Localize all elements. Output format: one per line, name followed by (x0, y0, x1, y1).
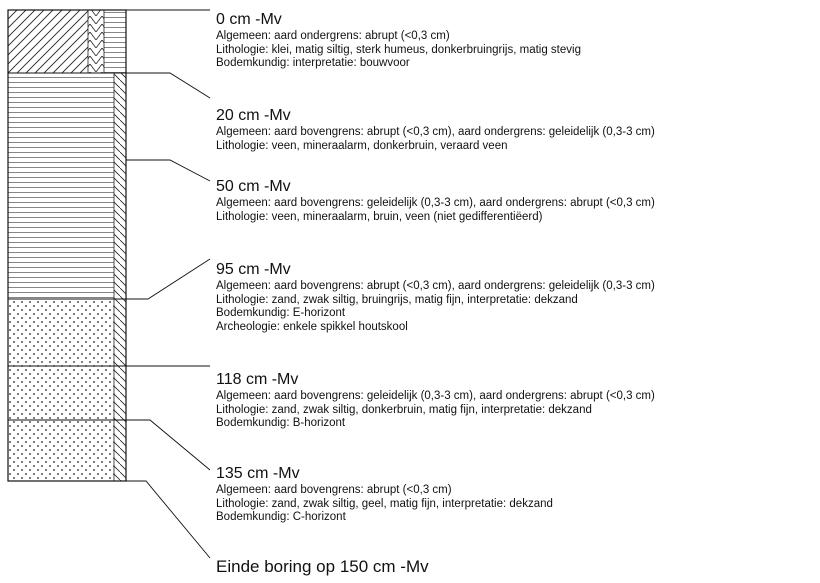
layer-1-clay-column (8, 10, 126, 73)
depth-label: 0 cm -Mv (216, 11, 282, 28)
layer-line: Algemeen: aard bovengrens: abrupt (<0,3 … (216, 280, 655, 292)
layer-line: Bodemkundig: C-horizont (216, 511, 346, 524)
depth-label: 118 cm -Mv (216, 371, 299, 388)
depth-label: 95 cm -Mv (216, 261, 291, 278)
leader-line-50cm (126, 159, 211, 182)
layer-line: Bodemkundig: B-horizont (216, 417, 346, 430)
layer-2-3-peat-column (8, 73, 126, 299)
layer-description: 0 cm -Mv Algemeen: aard ondergrens: abru… (216, 11, 816, 71)
layer-line: Lithologie: zand, zwak siltig, geel, mat… (216, 497, 553, 510)
layer-line: Lithologie: veen, mineraalarm, donkerbru… (216, 139, 508, 152)
layer-line: Algemeen: aard bovengrens: geleidelijk (… (216, 390, 655, 402)
leader-line-135cm (126, 419, 211, 471)
layer-line: Algemeen: aard bovengrens: abrupt (<0,3 … (216, 126, 655, 138)
layer-line: Bodemkundig: E-horizont (216, 307, 346, 320)
depth-label: 20 cm -Mv (216, 107, 291, 124)
end-of-boring-label: Einde boring op 150 cm -Mv (216, 557, 429, 576)
depth-label: 50 cm -Mv (216, 178, 291, 195)
layer-description: 95 cm -Mv Algemeen: aard bovengrens: abr… (216, 261, 816, 334)
depth-label: 135 cm -Mv (216, 465, 300, 482)
layer-4-6-sand-column (8, 299, 126, 481)
layer-description: 50 cm -Mv Algemeen: aard bovengrens: gel… (216, 178, 816, 224)
layer-line: Lithologie: veen, mineraalarm, bruin, ve… (216, 210, 543, 223)
layer-line: Bodemkundig: interpretatie: bouwvoor (216, 57, 410, 70)
layer-line: Algemeen: aard bovengrens: geleidelijk (… (216, 197, 655, 209)
layer-line: Lithologie: klei, matig siltig, sterk hu… (216, 43, 581, 56)
layer-description: 118 cm -Mv Algemeen: aard bovengrens: ge… (216, 371, 816, 431)
layer-line: Algemeen: aard bovengrens: abrupt (<0,3 … (216, 484, 452, 496)
layer-line: Algemeen: aard ondergrens: abrupt (<0,3 … (216, 30, 450, 42)
layer-line: Archeologie: enkele spikkel houtskool (216, 320, 408, 333)
leader-line-end (126, 480, 211, 559)
layer-line: Lithologie: zand, zwak siltig, bruingrij… (216, 293, 578, 306)
layer-description: 135 cm -Mv Algemeen: aard bovengrens: ab… (216, 465, 816, 525)
leader-lines (126, 9, 211, 559)
leader-line-95cm (126, 258, 211, 300)
layer-line: Lithologie: zand, zwak siltig, donkerbru… (216, 403, 592, 416)
leader-line-20cm (126, 72, 211, 99)
layer-description: 20 cm -Mv Algemeen: aard bovengrens: abr… (216, 107, 816, 153)
